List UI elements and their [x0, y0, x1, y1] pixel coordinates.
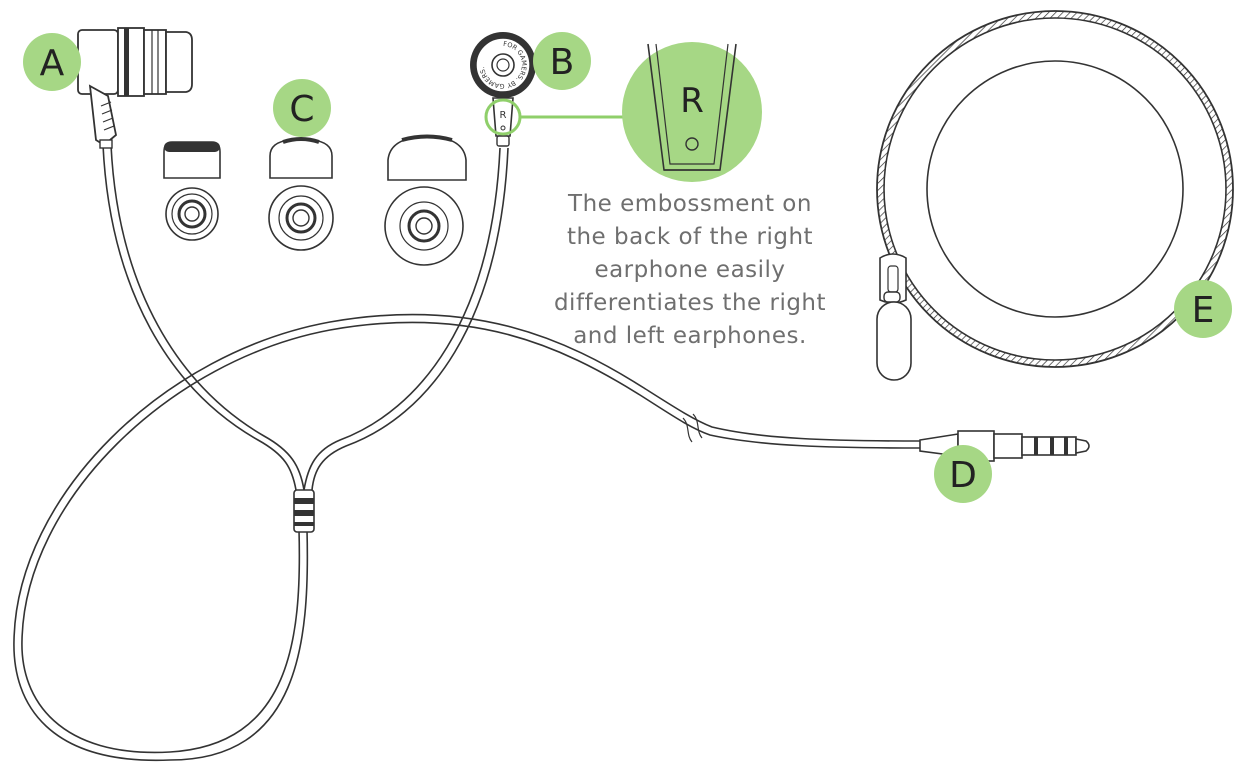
carry-case-drawing [876, 10, 1234, 381]
caption-line: the back of the right [566, 224, 814, 250]
callout-d: D [934, 445, 992, 503]
right-marking-small: R [500, 110, 507, 121]
caption-line: and left earphones. [573, 323, 807, 349]
callout-a-label: A [40, 43, 65, 84]
callout-c: C [273, 79, 331, 137]
zoom-r-marking: R [680, 81, 704, 121]
ear-tip-medium [268, 137, 334, 251]
cable-break-mark [682, 413, 703, 443]
left-earphone-drawing [77, 27, 193, 149]
caption-line: earphone easily [594, 257, 786, 283]
embossment-zoom: R [622, 42, 762, 182]
ear-tip-large [384, 134, 467, 266]
callout-a: A [23, 33, 81, 91]
callout-e-label: E [1192, 290, 1215, 331]
cable-left-earphone [102, 144, 305, 491]
callout-d-label: D [949, 455, 977, 496]
embossment-highlight [484, 98, 628, 136]
right-earphone-drawing: FOR GAMERS. BY GAMERS. R [470, 32, 536, 147]
cable-right-earphone [303, 147, 509, 491]
callout-e: E [1174, 280, 1232, 338]
cable-split-sleeve [293, 489, 315, 533]
caption-line: The embossment on [568, 191, 812, 217]
embossment-caption: The embossment on the back of the right … [540, 188, 840, 353]
callout-b: B [533, 32, 591, 90]
caption-line: differentiates the right [553, 290, 827, 316]
callout-b-label: B [550, 42, 575, 83]
callout-c-label: C [289, 89, 314, 130]
ear-tip-small [163, 141, 221, 241]
cable-loop [13, 313, 921, 762]
